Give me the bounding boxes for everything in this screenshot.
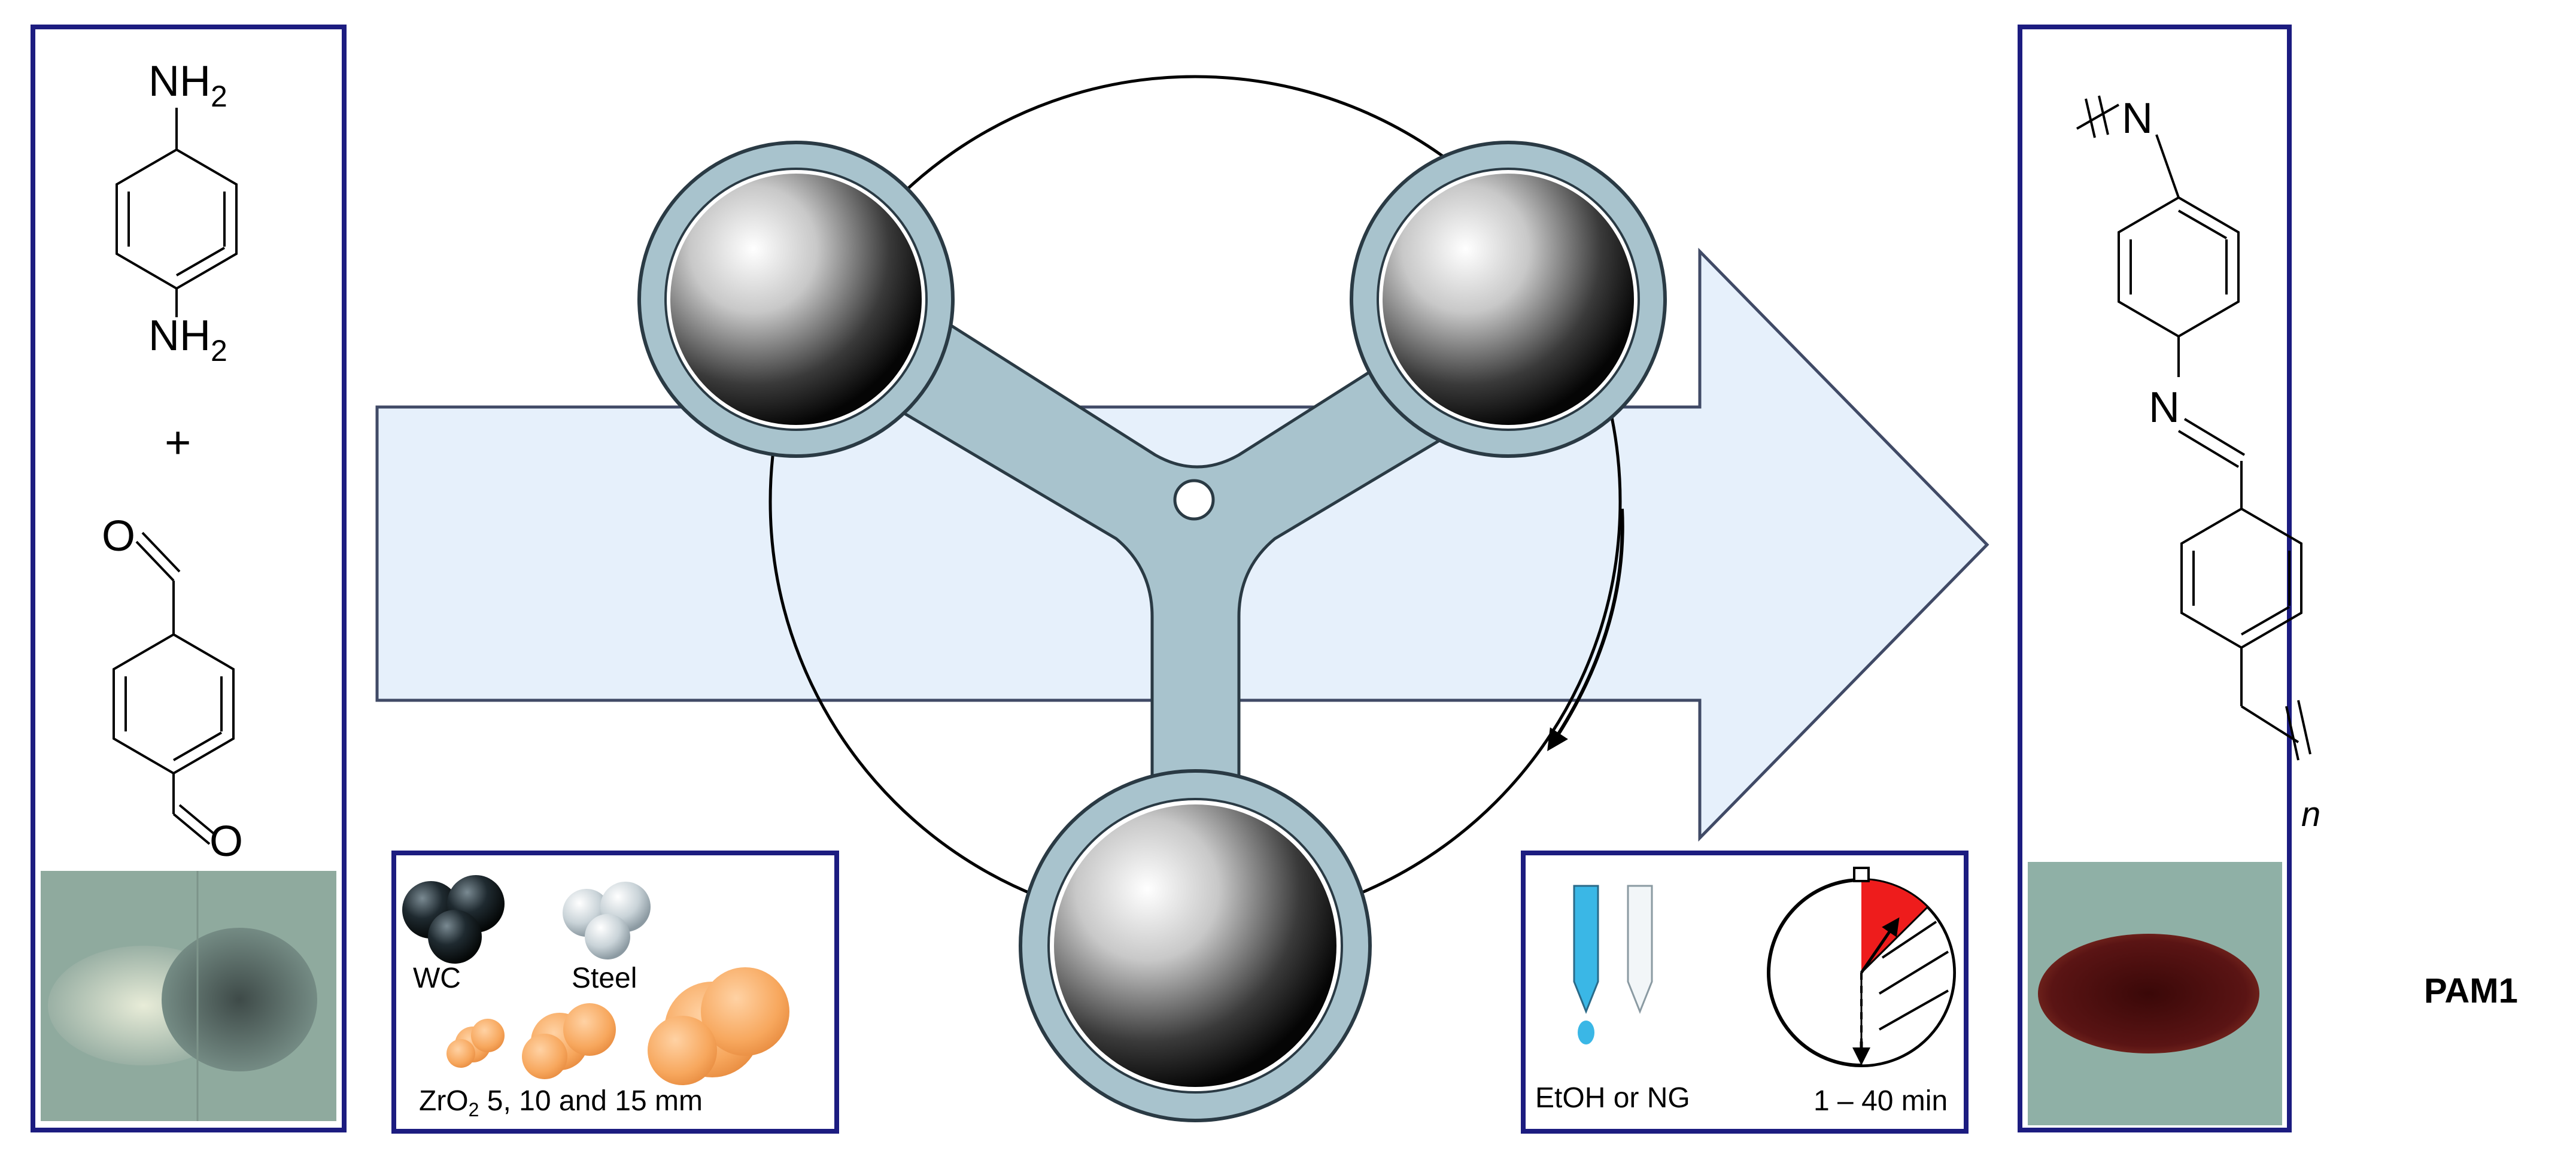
pipette-solvent-icon [1573, 885, 1653, 1044]
reactant-powders-photo [41, 871, 336, 1121]
time-label: 1 – 40 min [1813, 1085, 1948, 1117]
polyimine-structure [2076, 95, 2311, 761]
milling-ball [670, 174, 922, 425]
grinding-jar-left [637, 141, 955, 458]
aldehyde-o-bottom: O [209, 818, 243, 866]
zro2-balls-icon [446, 967, 789, 1085]
rotation-arrow [1547, 508, 1624, 752]
wc-label: WC [413, 962, 461, 994]
amine-label-bottom: NH2 [148, 312, 227, 368]
repeat-unit-n: n [2301, 795, 2320, 834]
terephthalaldehyde-structure [113, 532, 235, 845]
product-powder-photo [2028, 862, 2282, 1125]
milling-ball [1383, 174, 1634, 425]
wc-balls-icon [402, 875, 505, 964]
grinding-jar-bottom [1019, 769, 1372, 1122]
zro2-label: ZrO2 5, 10 and 15 mm [419, 1085, 703, 1120]
timer-icon [1767, 867, 1956, 1067]
plus-sign: + [165, 417, 191, 468]
product-n-imine: N [2149, 384, 2180, 432]
product-name: PAM1 [2424, 971, 2518, 1010]
product-n-top: N [2122, 95, 2153, 142]
milling-ball [1054, 804, 1336, 1087]
p-phenylenediamine-structure [116, 108, 238, 317]
solvent-label: EtOH or NG [1535, 1082, 1690, 1114]
steel-label: Steel [572, 962, 637, 994]
amine-label-top: NH2 [148, 57, 227, 113]
arm-pivot-hole [1173, 479, 1215, 521]
grinding-jar-right [1350, 141, 1667, 458]
steel-balls-icon [563, 882, 651, 959]
aldehyde-o-top: O [102, 512, 135, 560]
